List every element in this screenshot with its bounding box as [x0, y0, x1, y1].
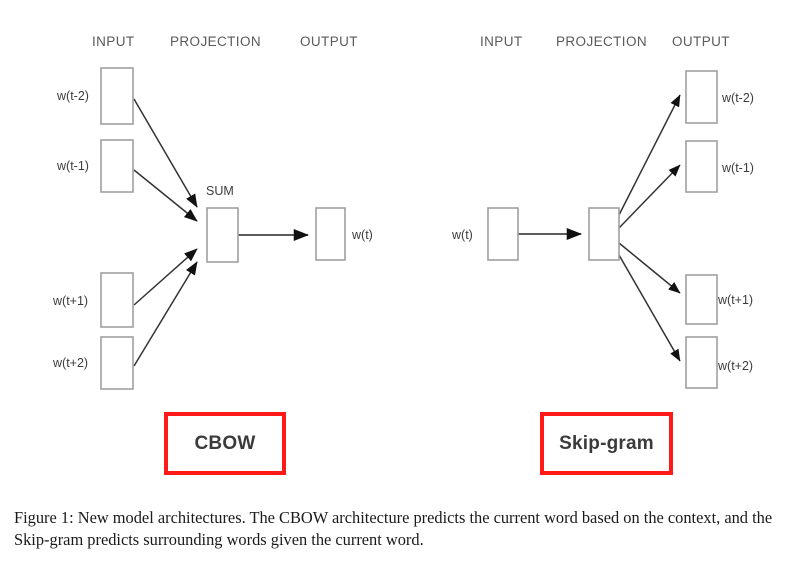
cbow-diagram: INPUT PROJECTION OUTPUT w(t-2) w(t-1) w(…	[52, 34, 373, 390]
cbow-edge-wt-2-to-projection	[133, 98, 198, 208]
skipgram-edge-projection-to-wt1	[618, 242, 681, 294]
architecture-diagram: INPUT PROJECTION OUTPUT w(t-2) w(t-1) w(…	[52, 34, 754, 390]
cbow-output-label-wt: w(t)	[351, 228, 373, 242]
skipgram-edge-projection-to-wt-2	[618, 94, 681, 216]
skipgram-input-box-wt	[487, 207, 519, 261]
skipgram-output-label-wt2: w(t+2)	[717, 359, 753, 373]
skipgram-header-output: OUTPUT	[672, 34, 730, 49]
skipgram-input-label-wt: w(t)	[451, 228, 473, 242]
cbow-input-box-wt2	[100, 336, 134, 390]
cbow-input-label-wt2: w(t+2)	[52, 356, 88, 370]
skipgram-output-box-wt-1	[685, 140, 718, 193]
figure-caption: Figure 1: New model architectures. The C…	[14, 508, 773, 549]
skipgram-header-projection: PROJECTION	[556, 34, 647, 49]
skipgram-edge-projection-to-wt-1	[618, 164, 681, 229]
model-tag-skipgram: Skip-gram	[540, 412, 673, 475]
cbow-input-box-wt-1	[100, 139, 134, 193]
cbow-input-box-wt-2	[100, 67, 134, 125]
skipgram-header-input: INPUT	[480, 34, 523, 49]
skipgram-edge-projection-to-wt2	[618, 254, 681, 362]
cbow-edge-wt2-to-projection	[133, 261, 198, 367]
skipgram-projection-box	[588, 207, 620, 261]
cbow-projection-box	[206, 207, 239, 263]
skipgram-output-box-wt2	[685, 336, 718, 389]
cbow-output-box-wt	[315, 207, 346, 261]
skipgram-output-box-wt1	[685, 274, 718, 325]
model-tag-cbow: CBOW	[164, 412, 286, 475]
skipgram-output-label-wt-1: w(t-1)	[721, 161, 754, 175]
cbow-header-projection: PROJECTION	[170, 34, 261, 49]
cbow-input-label-wt1: w(t+1)	[52, 294, 88, 308]
skipgram-output-label-wt-2: w(t-2)	[721, 91, 754, 105]
cbow-header-output: OUTPUT	[300, 34, 358, 49]
cbow-edge-wt-1-to-projection	[133, 169, 198, 222]
cbow-input-box-wt1	[100, 272, 134, 328]
cbow-header-input: INPUT	[92, 34, 135, 49]
cbow-input-label-wt-2: w(t-2)	[56, 89, 89, 103]
cbow-sum-label: SUM	[206, 184, 234, 198]
cbow-input-label-wt-1: w(t-1)	[56, 159, 89, 173]
skipgram-diagram: INPUT PROJECTION OUTPUT w(t) w(t-2) w(t-…	[451, 34, 754, 389]
skipgram-output-box-wt-2	[685, 70, 718, 124]
skipgram-output-label-wt1: w(t+1)	[717, 293, 753, 307]
cbow-edge-wt1-to-projection	[133, 248, 198, 306]
